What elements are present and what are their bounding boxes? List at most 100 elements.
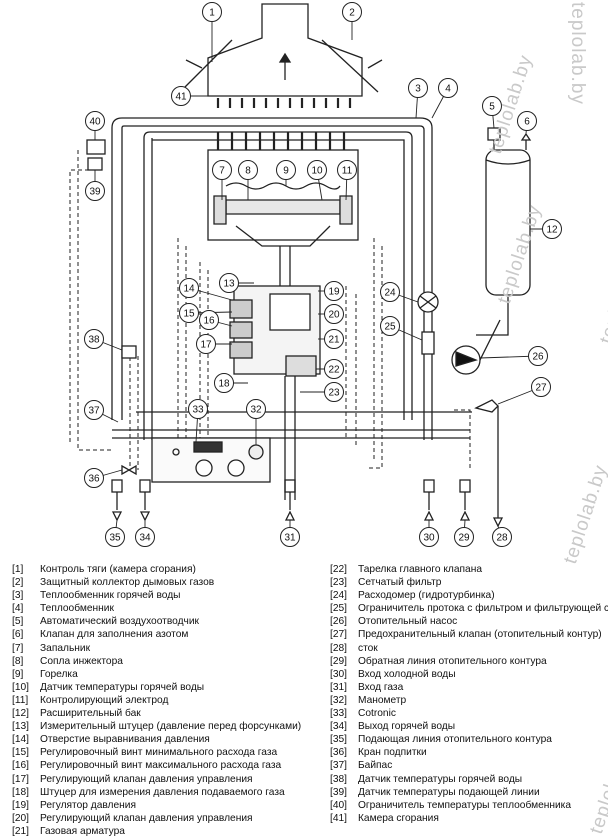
callout-39: 39 (85, 170, 105, 201)
callout-circle (342, 2, 362, 22)
legend-row: [39]Датчик температуры подающей линии (330, 786, 606, 799)
callout-31: 31 (280, 520, 300, 547)
callout-circle (202, 2, 222, 22)
callout-circle (419, 527, 439, 547)
legend-text: Датчик температуры подающей линии (358, 786, 540, 798)
legend-num: [33] (330, 708, 347, 720)
callout-14: 14 (179, 278, 233, 301)
legend-text: Регулирующий клапан давления управления (40, 773, 253, 785)
callout-circle (84, 468, 104, 488)
legend-text: Вход газа (358, 681, 404, 693)
callout-circle (528, 346, 548, 366)
callout-number: 22 (328, 365, 340, 376)
legend-row: [22] Тарелка главного клапана (330, 563, 606, 576)
legend-text: сток (358, 642, 378, 654)
callout-number: 23 (328, 388, 340, 399)
callout-number: 24 (384, 288, 396, 299)
legend-text: Измерительный штуцер (давление перед фор… (40, 721, 302, 733)
callout-18: 18 (214, 373, 248, 393)
legend-num: [14] (12, 734, 29, 746)
legend-text: Клапан для заполнения азотом (40, 629, 189, 641)
legend-num: [22] (330, 564, 347, 575)
legend-row: [38]Датчик температуры горячей воды (330, 773, 606, 786)
callout-3: 3 (408, 78, 428, 119)
callout-circle (324, 382, 344, 402)
callout-number: 27 (535, 383, 547, 394)
legend-num: [34] (330, 721, 347, 733)
callout-circle (408, 78, 428, 98)
legend-row: [7]Запальник (12, 642, 312, 655)
callout-number: 8 (245, 166, 251, 177)
callout-29: 29 (454, 519, 474, 547)
legend-row: [21]Газовая арматура (12, 825, 312, 838)
legend-row: [29]Обратная линия отопительного контура (330, 655, 606, 668)
callout-34: 34 (135, 520, 155, 547)
legend-num: [4] (12, 603, 24, 615)
callout-circle (438, 78, 458, 98)
callout-number: 39 (89, 187, 101, 198)
callout-circle (196, 334, 216, 354)
callout-circle (324, 359, 344, 379)
boiler-schematic: 1234567891011121314151617181920212223242… (69, 2, 562, 547)
callout-circle (276, 160, 296, 180)
legend-row: [34]Выход горячей воды (330, 720, 606, 733)
legend-text: Автоматический воздухоотводчик (40, 616, 199, 628)
legend-num: [7] (12, 642, 24, 654)
callout-13: 13 (219, 273, 254, 293)
callout-circle (214, 373, 234, 393)
callout-number: 31 (284, 533, 296, 544)
legend-text: Регулировочный винт минимального расхода… (40, 747, 278, 759)
callout-circle (337, 160, 357, 180)
legend-num: [36] (330, 747, 347, 759)
legend-text: Теплообменник горячей воды (40, 590, 181, 602)
callout-circle (171, 86, 191, 106)
callout-40: 40 (85, 111, 105, 140)
callout-circle (179, 278, 199, 298)
legend-text: Датчик температуры горячей воды (40, 681, 205, 693)
callout-circle (179, 303, 199, 323)
legend-num: [2] (12, 577, 24, 589)
callout-number: 20 (328, 310, 340, 321)
callout-circle (517, 111, 537, 131)
legend-row: [31] Вход газа (330, 681, 606, 694)
legend-num: [28] (330, 642, 347, 654)
legend-row: [13]Измерительный штуцер (давление перед… (12, 720, 312, 733)
callout-circle (492, 527, 512, 547)
legend-num: [24] (330, 590, 347, 602)
legend-num: [32] (330, 694, 347, 706)
legend-row: [20]Регулирующий клапан давления управле… (12, 812, 312, 825)
legend-row: [14]Отверстие выравнивания давления (12, 733, 312, 746)
callout-23: 23 (300, 382, 344, 402)
legend-num: [40] (330, 799, 347, 811)
callout-2: 2 (342, 2, 362, 40)
legend-row: [37]Байпас (330, 759, 606, 772)
legend-num: [31] (330, 681, 347, 693)
legend-left: [1]Контроль тяги (камера сгорания) [2]За… (12, 563, 312, 838)
legend-text: Тарелка главного клапана (358, 564, 482, 575)
legend-row: [18]Штуцер для измерения давления подава… (12, 786, 312, 799)
callout-1: 1 (202, 2, 222, 62)
legend-text: Контролирующий электрод (40, 694, 169, 706)
callout-number: 33 (192, 405, 204, 416)
legend-text: Ограничитель протока с фильтром и фильтр… (358, 603, 608, 615)
legend-text: Расширительный бак (40, 708, 141, 720)
legend-row: [19]Регулятор давления (12, 799, 312, 812)
callout-circle (324, 329, 344, 349)
legend-row: [25]Ограничитель протока с фильтром и фи… (330, 602, 608, 615)
legend-num: [26] (330, 616, 347, 628)
legend-row: [41]Камера сгорания (330, 812, 606, 825)
legend-num: [35] (330, 734, 347, 746)
callout-number: 29 (458, 533, 470, 544)
callout-25: 25 (380, 316, 423, 341)
legend-text: Камера сгорания (358, 812, 439, 824)
legend-row: [2]Защитный коллектор дымовых газов (12, 576, 312, 589)
legend-num: [18] (12, 786, 29, 798)
legend-row: [28] сток (330, 642, 606, 655)
callout-circle (280, 527, 300, 547)
legend-text: Кран подпитки (358, 747, 427, 759)
legend-row: [23]Сетчатый фильтр (330, 576, 606, 589)
callout-number: 2 (349, 8, 355, 19)
legend-num: [8] (12, 655, 24, 667)
callout-number: 4 (445, 84, 451, 95)
callout-17: 17 (196, 334, 232, 354)
